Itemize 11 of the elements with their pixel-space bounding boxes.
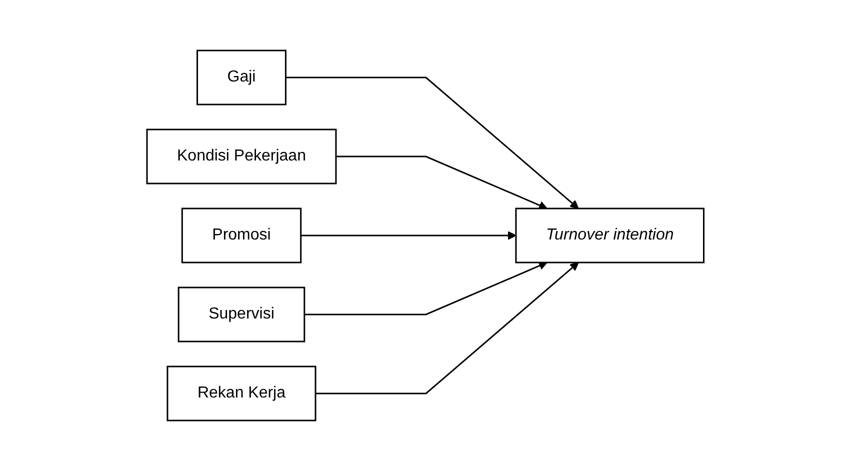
arrow [300,231,516,240]
node-box: Gaji [196,50,286,106]
arrow [285,76,578,209]
arrow [336,156,548,210]
node-box: Promosi [181,208,302,264]
node-box: Supervisi [177,286,305,342]
arrow [315,262,578,394]
arrow [304,262,548,316]
node-box: Turnover intention [514,208,704,264]
node-box: Kondisi Pekerjaan [146,128,336,184]
node-box: Rekan Kerja [166,366,316,422]
